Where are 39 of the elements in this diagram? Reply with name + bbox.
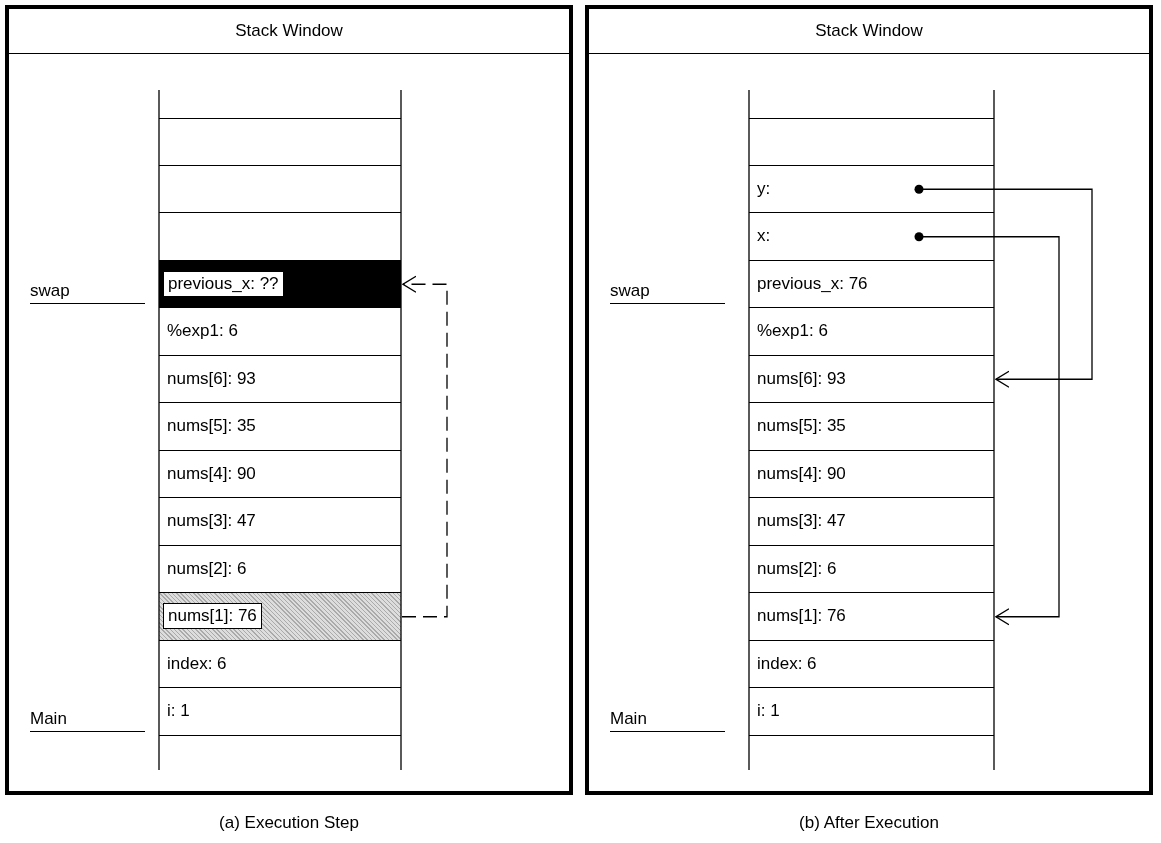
empty-stack-slot	[159, 118, 401, 166]
stack-window-panel	[5, 5, 573, 795]
stack-entry	[159, 593, 401, 641]
stack-window-panel	[585, 5, 1153, 795]
variable-value: previous_x: 76	[756, 272, 869, 295]
variable-value: nums[6]: 93	[166, 367, 257, 390]
arrow	[401, 275, 448, 618]
stack-entry	[159, 260, 401, 308]
variable-value: nums[5]: 35	[166, 415, 257, 438]
figure-caption: (b) After Execution	[799, 813, 939, 833]
variable-value: nums[4]: 90	[756, 462, 847, 485]
frame-label: Main	[30, 708, 145, 732]
variable-value: x:	[756, 225, 772, 248]
variable-value: nums[3]: 47	[166, 510, 257, 533]
variable-value: nums[5]: 35	[756, 415, 847, 438]
frame-label: swap	[30, 281, 145, 304]
variable-value: index: 6	[166, 652, 228, 675]
variable-value: nums[1]: 76	[163, 603, 262, 630]
variable-value: %exp1: 6	[756, 320, 829, 343]
panel-title: Stack Window	[235, 21, 343, 41]
variable-value: i: 1	[166, 700, 191, 723]
arrow	[914, 184, 1093, 388]
variable-value: i: 1	[756, 700, 781, 723]
variable-value: %exp1: 6	[166, 320, 239, 343]
empty-stack-slot	[749, 118, 994, 166]
variable-value: y:	[756, 177, 772, 200]
variable-value: nums[2]: 6	[756, 557, 838, 580]
panel-title: Stack Window	[815, 21, 923, 41]
variable-value: nums[4]: 90	[166, 462, 257, 485]
variable-value: nums[2]: 6	[166, 557, 248, 580]
variable-value: previous_x: ??	[163, 270, 284, 297]
figure-caption: (a) Execution Step	[219, 813, 359, 833]
variable-value: nums[1]: 76	[756, 605, 847, 628]
arrow	[914, 232, 1060, 626]
variable-value: nums[6]: 93	[756, 367, 847, 390]
frame-label: Main	[610, 708, 725, 732]
frame-label: swap	[610, 281, 725, 304]
variable-value: index: 6	[756, 652, 818, 675]
variable-value: nums[3]: 47	[756, 510, 847, 533]
